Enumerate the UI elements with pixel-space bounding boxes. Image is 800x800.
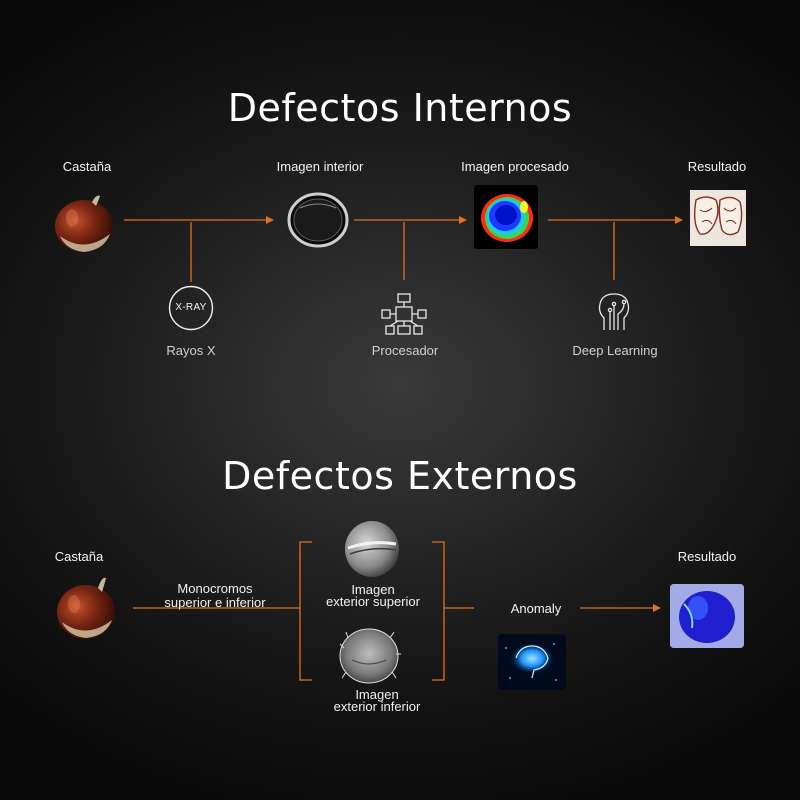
externos-castana-label: Castaña — [54, 549, 104, 564]
xray-badge-text: X-RAY — [175, 302, 207, 313]
imagen-inferior-line1: Imagen — [355, 687, 399, 702]
internos-resultado-label: Resultado — [687, 159, 747, 174]
rayos-x-label: Rayos X — [166, 343, 216, 358]
processor-icon — [380, 292, 428, 336]
chestnut-image — [54, 574, 118, 642]
brain-glow-image — [498, 634, 566, 690]
monocromos-label-line2: superior e inferior — [164, 595, 266, 610]
processed-heatmap-image — [474, 185, 538, 249]
brain-circuit-icon — [594, 290, 634, 334]
procesador-label: Procesador — [371, 343, 439, 358]
cut-chestnut-result-image — [690, 190, 746, 246]
chestnut-image — [52, 190, 116, 256]
externos-resultado-label: Resultado — [677, 549, 737, 564]
monocromos-label-line1: Monocromos — [177, 581, 253, 596]
deep-learning-label: Deep Learning — [572, 343, 658, 358]
imagen-inferior-line2: exterior inferior — [333, 699, 421, 714]
anomaly-result-image — [670, 584, 744, 648]
imagen-superior-line1: Imagen — [351, 582, 395, 597]
imagen-procesado-label: Imagen procesado — [461, 159, 569, 174]
internos-title: Defectos Internos — [227, 86, 573, 130]
imagen-superior-line2: exterior superior — [326, 594, 420, 609]
xray-icon: X-RAY — [168, 285, 214, 331]
exterior-superior-image — [342, 518, 402, 580]
internos-castana-label: Castaña — [62, 159, 112, 174]
externos-title: Defectos Externos — [222, 454, 578, 498]
exterior-inferior-image — [336, 624, 402, 686]
anomaly-label: Anomaly — [510, 601, 562, 616]
imagen-interior-label: Imagen interior — [276, 159, 364, 174]
xray-interior-image — [286, 192, 350, 248]
